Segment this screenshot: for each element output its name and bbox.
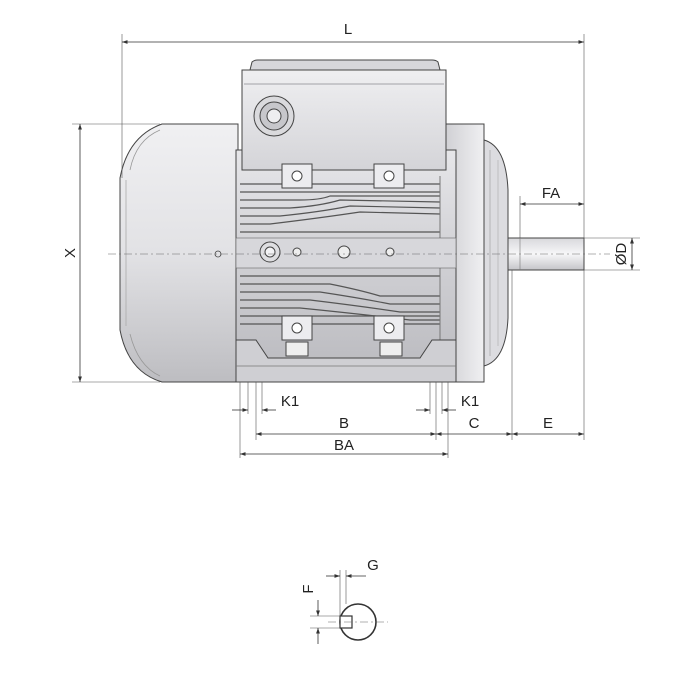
label-L: L [344,21,352,38]
label-K1-left: K1 [281,393,299,410]
label-G: G [367,557,379,574]
lifting-lug-top-left [281,163,313,189]
label-X: X [62,248,79,258]
lifting-lug-bottom-left [281,315,313,341]
fan-cover [119,123,239,383]
label-D: ØD [613,243,630,266]
shaft-key-detail [310,570,388,644]
label-FA: FA [542,185,560,202]
dimension-labels: L X FA ØD K1 K1 B C E BA G F [62,21,630,594]
mounting-feet [235,339,457,383]
label-K1-right: K1 [461,393,479,410]
lifting-lug-top-right [373,163,405,189]
lifting-lug-bottom-right [373,315,405,341]
cooling-fins [240,183,441,325]
motor-body [108,59,610,383]
label-E: E [543,415,553,432]
label-C: C [469,415,480,432]
dimension-lines [72,34,640,458]
label-B: B [339,415,349,432]
label-F: F [300,584,317,593]
label-BA: BA [334,437,354,454]
